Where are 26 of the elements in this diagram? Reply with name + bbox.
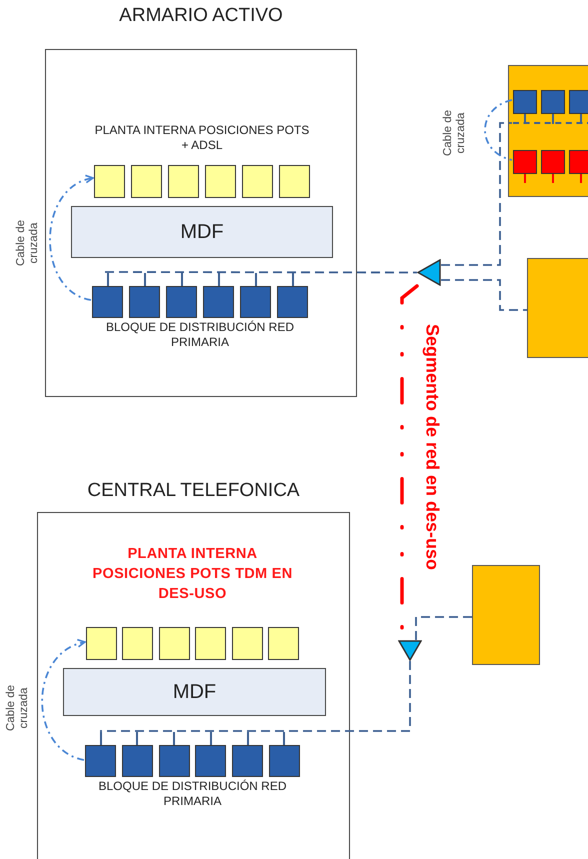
terminal-group [94, 123, 310, 198]
cable-line [415, 616, 472, 640]
equipment-cabinet [508, 65, 588, 197]
distribution-frame [71, 206, 333, 258]
splitter-triangle [417, 259, 441, 286]
cable-line [441, 279, 527, 311]
cross-connect-cable [49, 176, 94, 301]
frame-label: MDF [180, 220, 224, 244]
splitter-triangle [398, 640, 422, 661]
distribution-frame [63, 668, 326, 716]
cable-line [105, 271, 417, 274]
group-label: PLANTA INTERNA POSICIONES POTS + ADSL [94, 123, 310, 153]
frame-label: MDF [172, 680, 216, 704]
equipment-cabinet [472, 565, 540, 665]
cable-line [100, 661, 411, 732]
cross-connect-cable [41, 640, 86, 761]
cable-line [441, 122, 512, 266]
group-label: PLANTA INTERNA POSICIONES POTS TDM EN DES-USO [92, 545, 294, 604]
terminal-row [513, 90, 588, 124]
cross-connect-cable [484, 99, 512, 161]
group-label: BLOQUE DE DISTRIBUCIÓN RED PRIMARIA [104, 320, 296, 350]
terminal-row [513, 150, 588, 183]
cabinet-title: CENTRAL TELEFONICA [86, 480, 301, 502]
equipment-cabinet [527, 258, 588, 358]
cabinet-title: ARMARIO ACTIVO [118, 5, 284, 27]
group-label: BLOQUE DE DISTRIBUCIÓN RED PRIMARIA [97, 779, 288, 809]
